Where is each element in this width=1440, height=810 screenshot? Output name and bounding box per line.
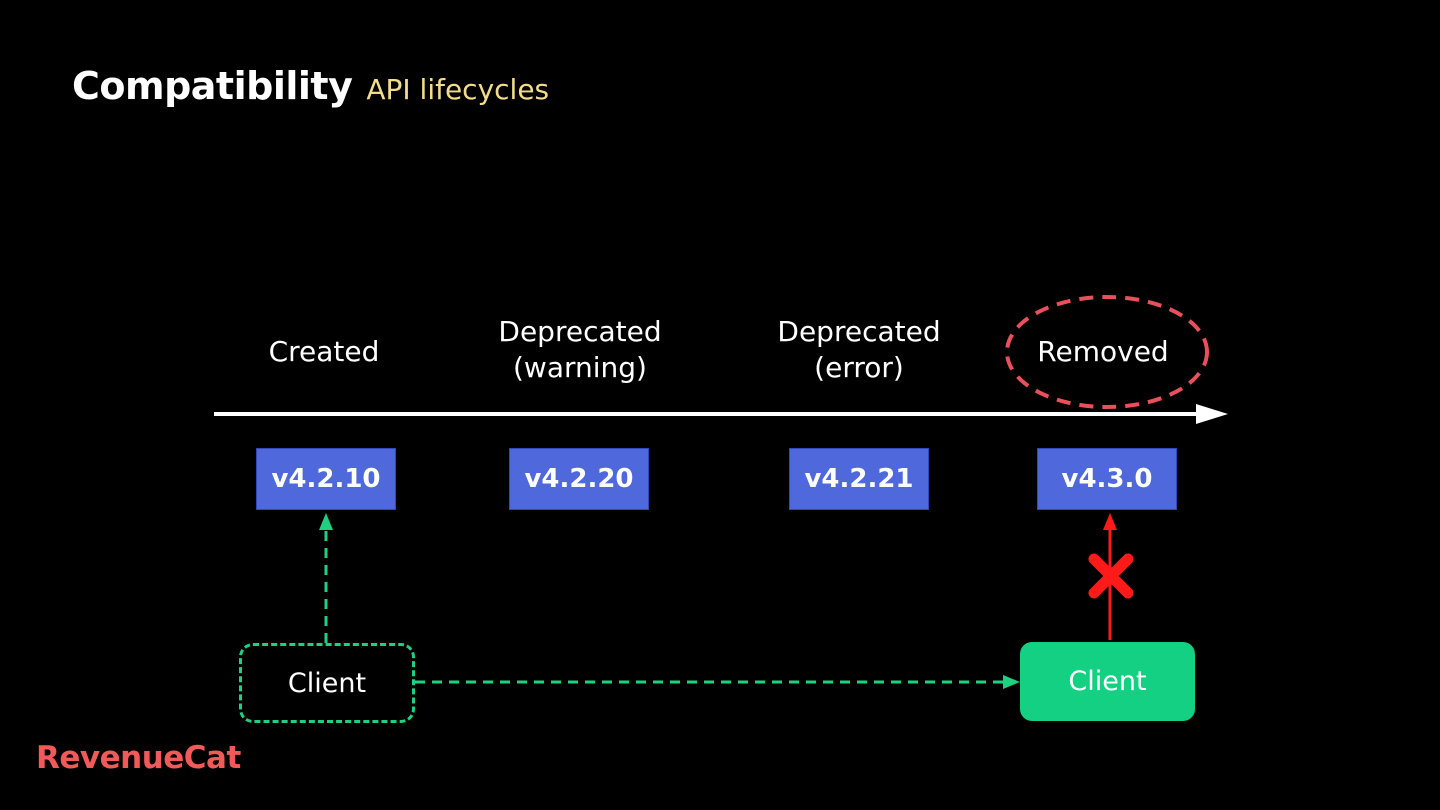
stage-label-created: Created [268,335,380,368]
new-client-arrowhead [1103,513,1117,530]
version-box-v4220: v4.2.20 [509,448,649,510]
stage-label-removed: Removed [1037,335,1169,368]
timeline-arrowhead [1196,404,1228,424]
slide-title: Compatibility API lifecycles [72,64,549,108]
version-box-v430: v4.3.0 [1037,448,1177,510]
title-subtitle: API lifecycles [366,73,550,106]
client-old: Client [239,643,415,723]
revenuecat-logo: RevenueCat [36,740,241,776]
stage-label-deprecated-warning: Deprecated (warning) [498,315,662,384]
client-new: Client [1020,642,1195,721]
removed-highlight-ring [1005,295,1209,409]
version-box-v4210: v4.2.10 [256,448,396,510]
blocked-x-icon [1088,553,1134,599]
title-main: Compatibility [72,64,353,108]
version-box-v4221: v4.2.21 [789,448,929,510]
stage-label-deprecated-error: Deprecated (error) [777,315,941,384]
client-upgrade-arrowhead [1003,675,1020,689]
old-client-arrowhead [319,513,333,530]
